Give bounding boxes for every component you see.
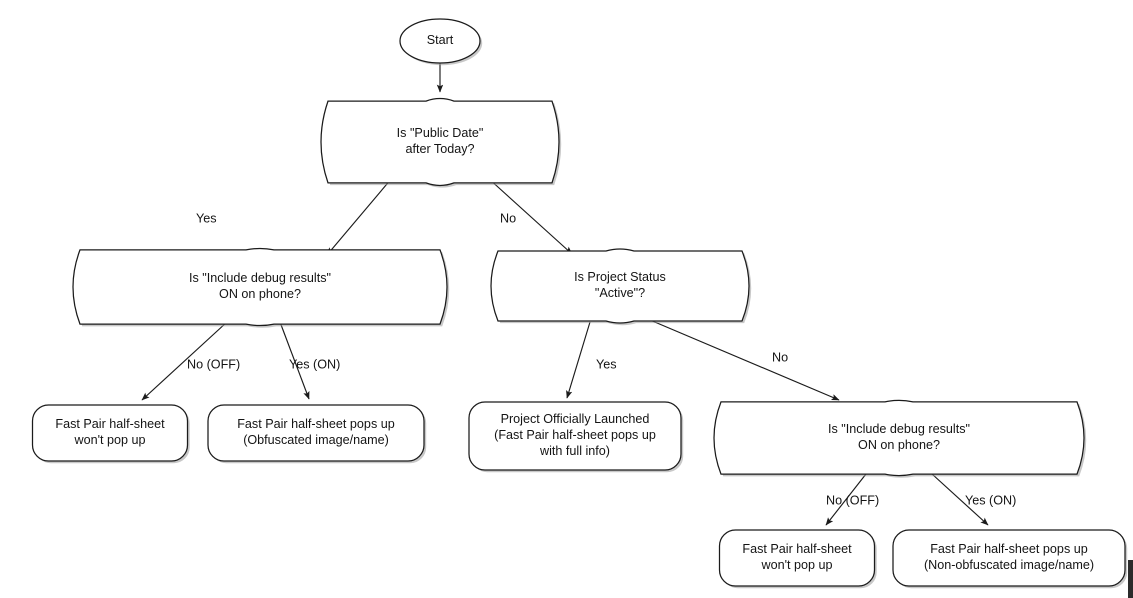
node-label-start: Start (427, 33, 454, 47)
edge-public-date-yes (326, 177, 393, 256)
edge-label-public-date-yes: Yes (196, 211, 217, 225)
node-outline (490, 248, 750, 324)
edge-debug-right-on (931, 473, 989, 526)
edge-label-debug-left-on: Yes (ON) (289, 357, 340, 371)
node-left-on-result: Fast Pair half-sheet pops up(Obfuscated … (207, 404, 427, 464)
node-start: Start (399, 18, 483, 66)
node-label-debug-left: Is "Include debug results"ON on phone? (189, 271, 331, 301)
edge-project-status-yes (566, 321, 591, 399)
nodes-layer: Start Is "Public Date"after Today? Is "Inc… (31, 18, 1128, 589)
node-label-left-on-result: Fast Pair half-sheet pops up(Obfuscated … (237, 417, 395, 447)
edges-layer (141, 63, 989, 526)
node-label-launched-result: Project Officially Launched(Fast Pair ha… (494, 412, 656, 458)
node-outline (399, 18, 481, 64)
node-outline (72, 247, 448, 327)
edge-debug-left-on (279, 321, 310, 400)
edge-label-debug-right-off: No (OFF) (826, 493, 879, 507)
node-debug-left: Is "Include debug results"ON on phone? (72, 247, 450, 328)
edge-label-project-status-no: No (772, 350, 788, 364)
node-outline (718, 529, 876, 587)
edge-label-debug-right-on: Yes (ON) (965, 493, 1016, 507)
node-right-on-result: Fast Pair half-sheet pops up(Non-obfusca… (892, 529, 1128, 589)
node-outline (207, 404, 425, 462)
node-label-debug-right: Is "Include debug results"ON on phone? (828, 422, 970, 452)
edge-label-project-status-yes: Yes (596, 357, 617, 371)
scrollbar-edge-artifact (1128, 560, 1133, 598)
node-label-public-date: Is "Public Date"after Today? (397, 126, 484, 156)
edge-debug-left-off (141, 321, 228, 401)
node-label-project-status: Is Project Status"Active"? (574, 270, 666, 300)
node-label-right-on-result: Fast Pair half-sheet pops up(Non-obfusca… (924, 542, 1094, 572)
node-project-status: Is Project Status"Active"? (490, 248, 752, 326)
edge-public-date-no (487, 177, 573, 255)
node-outline (713, 399, 1085, 477)
edge-project-status-no (649, 319, 840, 401)
edge-label-public-date-no: No (500, 211, 516, 225)
node-outline (320, 97, 560, 187)
node-outline (468, 401, 682, 471)
node-launched-result: Project Officially Launched(Fast Pair ha… (468, 401, 684, 473)
node-debug-right: Is "Include debug results"ON on phone? (713, 399, 1087, 478)
edge-debug-right-off (825, 473, 867, 526)
node-outline (892, 529, 1126, 587)
node-outline (31, 404, 189, 462)
node-public-date: Is "Public Date"after Today? (320, 97, 562, 188)
edge-label-debug-left-off: No (OFF) (187, 357, 240, 371)
